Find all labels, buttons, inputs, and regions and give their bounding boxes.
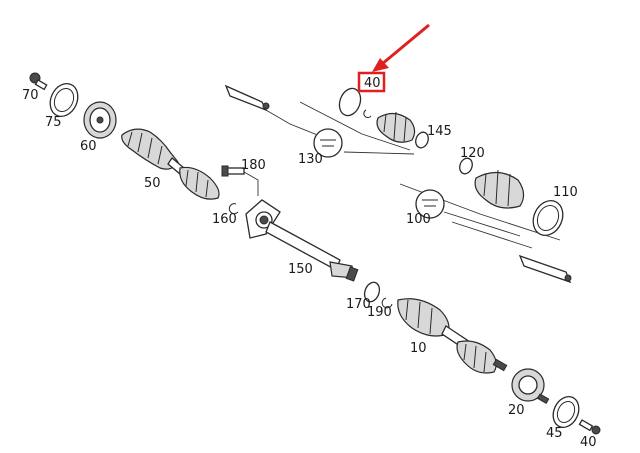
right-shaft-stub[interactable] bbox=[518, 254, 572, 284]
part-10-axle-shaft[interactable] bbox=[397, 298, 508, 374]
part-60-outer-joint[interactable] bbox=[83, 101, 117, 139]
part-40-clamp-ring[interactable] bbox=[336, 85, 364, 118]
part-130-repair-kit-icon[interactable] bbox=[313, 128, 343, 158]
part-boot-upper[interactable] bbox=[376, 111, 416, 143]
label-170: 170 bbox=[346, 297, 371, 312]
label-40-bottom: 40 bbox=[580, 435, 597, 450]
label-40-highlighted: 40 bbox=[364, 76, 381, 91]
part-180-bolt[interactable] bbox=[221, 165, 245, 177]
label-145: 145 bbox=[427, 124, 452, 139]
highlight-callout[interactable]: 40 bbox=[357, 23, 430, 93]
part-145-clamp[interactable] bbox=[414, 130, 431, 149]
main-axle-assembly bbox=[29, 72, 601, 435]
part-20-outer-joint[interactable] bbox=[511, 368, 550, 405]
part-circlip-upper[interactable] bbox=[363, 109, 372, 119]
label-160: 160 bbox=[212, 212, 237, 227]
part-labels: 70 75 60 50 180 160 150 170 190 10 20 45… bbox=[22, 88, 597, 450]
label-150: 150 bbox=[288, 262, 313, 277]
part-110-clamp-ring[interactable] bbox=[528, 196, 569, 240]
label-70: 70 bbox=[22, 88, 39, 103]
part-inner-boot-small[interactable] bbox=[179, 166, 220, 200]
right-boot-kit bbox=[399, 156, 572, 284]
label-110: 110 bbox=[553, 185, 578, 200]
part-70-bolt[interactable] bbox=[29, 72, 48, 91]
part-100-repair-kit-icon[interactable] bbox=[415, 189, 445, 219]
part-45-ring[interactable] bbox=[548, 392, 583, 431]
part-75-ring[interactable] bbox=[45, 79, 83, 121]
label-45: 45 bbox=[546, 426, 563, 441]
label-20: 20 bbox=[508, 403, 525, 418]
label-60: 60 bbox=[80, 139, 97, 154]
bearing-bracket[interactable] bbox=[245, 199, 281, 239]
part-170-ring[interactable] bbox=[362, 280, 382, 304]
label-10: 10 bbox=[410, 341, 427, 356]
highlight-box bbox=[357, 71, 386, 93]
label-50: 50 bbox=[144, 176, 161, 191]
part-40-bolt[interactable] bbox=[578, 419, 601, 435]
part-boot-right[interactable] bbox=[474, 169, 525, 209]
label-75: 75 bbox=[45, 115, 62, 130]
label-100: 100 bbox=[406, 212, 431, 227]
label-120: 120 bbox=[460, 146, 485, 161]
label-180: 180 bbox=[241, 158, 266, 173]
upper-boot-kit bbox=[224, 84, 431, 158]
label-130: 130 bbox=[298, 152, 323, 167]
part-190-circlip[interactable] bbox=[381, 297, 393, 309]
upper-shaft-stub[interactable] bbox=[224, 84, 268, 112]
part-150-intermediate-shaft[interactable] bbox=[265, 221, 359, 282]
label-190: 190 bbox=[367, 305, 392, 320]
part-120-clamp[interactable] bbox=[458, 156, 475, 175]
red-pointer-arrow-icon bbox=[372, 23, 430, 72]
part-50-outer-boot[interactable] bbox=[121, 128, 179, 170]
part-160-circlip[interactable] bbox=[228, 203, 239, 215]
